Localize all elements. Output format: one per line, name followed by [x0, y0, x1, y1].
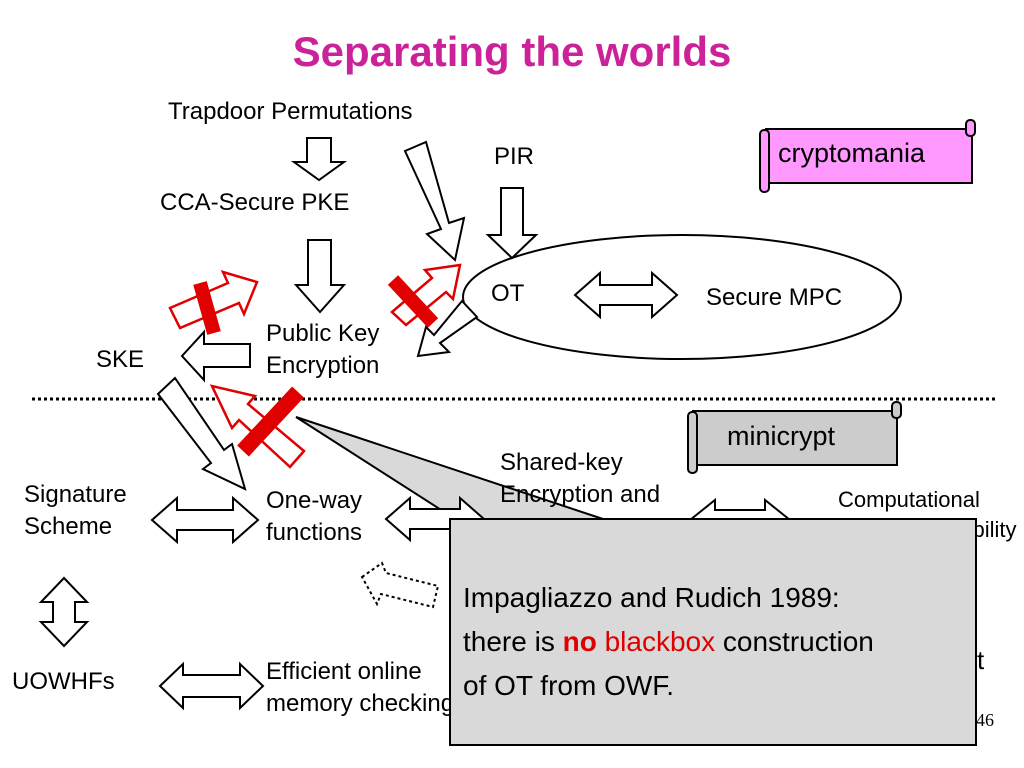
callout-line2: there is no blackbox construction: [463, 620, 874, 664]
callout-line2-prefix: there is: [463, 626, 563, 657]
node-memcheck-line2: memory checking: [266, 690, 455, 717]
arrow-signature-uowhf-equivalence: [38, 576, 90, 648]
node-signature-line1: Signature: [24, 481, 127, 508]
node-shared-key-line2: Encryption and: [500, 481, 661, 508]
cryptomania-scroll: [759, 119, 976, 193]
node-ske: SKE: [96, 346, 145, 373]
blocked-arrow-to-ot: [390, 263, 462, 327]
callout-line1: Impagliazzo and Rudich 1989:: [463, 582, 840, 613]
dotted-arrow-to-owf: [360, 561, 440, 609]
node-memcheck-line1: Efficient online: [266, 658, 422, 685]
node-pke-line2: Encryption: [266, 352, 380, 379]
callout-no: no: [562, 626, 597, 657]
node-computational-line1: Computational: [838, 487, 980, 512]
blocked-arrow-ske-to-pke: [168, 270, 259, 330]
arrow-ot-mpc-equivalence: [573, 270, 679, 320]
node-one-way-functions: One-way functions: [266, 485, 362, 549]
node-signature-scheme: Signature Scheme: [24, 479, 127, 543]
node-signature-line2: Scheme: [24, 513, 113, 540]
node-cca-secure-pke: CCA-Secure PKE: [160, 189, 350, 216]
callout-blackbox: blackbox: [604, 626, 716, 657]
node-owf-line1: One-way: [266, 487, 363, 514]
block-bar-owf-to-pke: [237, 386, 304, 457]
arrow-uowhf-memcheck-equivalence: [158, 661, 265, 711]
arrow-pir-to-ot: [485, 187, 539, 260]
node-secure-mpc: Secure MPC: [706, 284, 843, 311]
node-memory-checking: Efficient online memory checking: [266, 656, 454, 720]
node-shared-key-line1: Shared-key: [500, 449, 623, 476]
impagliazzo-rudich-callout: Impagliazzo and Rudich 1989: there is no…: [449, 518, 977, 746]
node-uowhfs: UOWHFs: [12, 668, 115, 695]
ot-mpc-ellipse: [462, 234, 902, 360]
node-shared-key-encryption: Shared-key Encryption and: [500, 447, 660, 511]
minicrypt-label: minicrypt: [727, 421, 836, 451]
arrow-ot-to-pke: [416, 299, 479, 358]
arrow-signature-owf-equivalence: [150, 495, 260, 545]
block-bar-ske-to-pke: [193, 281, 221, 335]
node-right-fragment: t: [977, 645, 985, 675]
slide-title: Separating the worlds: [292, 28, 732, 75]
node-ot: OT: [491, 280, 525, 307]
arrow-trapdoor-to-cca: [290, 137, 348, 182]
arrow-cca-to-pke: [293, 239, 347, 314]
page-number: 46: [976, 710, 994, 730]
callout-text: Impagliazzo and Rudich 1989: there is no…: [463, 576, 874, 708]
node-trapdoor-permutations: Trapdoor Permutations: [168, 98, 413, 125]
arrow-ske-to-owf: [156, 376, 247, 491]
callout-line2-suffix: construction: [715, 626, 874, 657]
arrow-trapdoor-to-ot: [403, 140, 466, 262]
node-public-key-encryption: Public Key Encryption: [266, 318, 379, 382]
node-owf-line2: functions: [266, 519, 363, 546]
minicrypt-scroll: [687, 401, 902, 474]
node-pke-line1: Public Key: [266, 320, 380, 347]
node-pir: PIR: [494, 143, 535, 170]
block-bar-to-ot: [387, 275, 439, 328]
arrow-pke-to-ske: [180, 329, 251, 383]
callout-line3: of OT from OWF.: [463, 670, 675, 701]
cryptomania-label: cryptomania: [778, 138, 926, 168]
